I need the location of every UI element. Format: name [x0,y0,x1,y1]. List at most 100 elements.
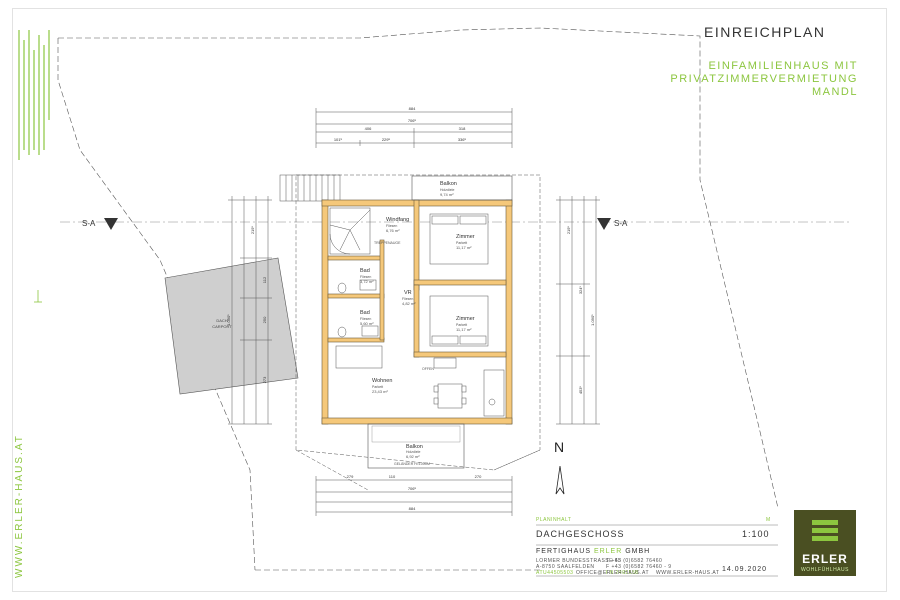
balkon-top-floor: Holzdiele [440,188,454,192]
property-line [58,27,779,509]
dim-left-b: 112 [262,276,267,283]
dim-top-a: 406 [365,126,372,131]
dim-right-total: 1.090⁵ [590,314,595,326]
balkon-bottom-name: Balkon [406,444,423,450]
dimension-lines-bottom [315,476,513,516]
dim-bottom-total: 884 [409,506,416,511]
project-line-1: EINFAMILIENHAUS MIT [708,60,858,72]
north-arrow-icon [555,465,565,495]
interior-stair [329,207,371,255]
windfang-name: Windfang [386,217,409,223]
bad1-floor: Fliesen [360,275,371,279]
dim-top-mid: 706⁵ [408,118,417,123]
address-line-1: LORMER BUNDESSTRASSE 55 [536,558,622,564]
living-furniture [335,345,505,417]
balkon-top-area: 9,74 m² [440,192,454,197]
dim-top-total: 884 [409,106,416,111]
section-marker-left [104,218,118,230]
windfang-area: 6,76 m² [386,228,400,233]
erler-logo: ERLER WOHLFÜHLHAUS [794,510,856,576]
dim-top-d: 101⁵ [334,137,343,142]
dimension-lines-right [556,196,600,425]
section-label-right: S-A [614,219,628,228]
vr-name: VR [404,290,412,296]
dim-right-a: 219⁵ [566,225,571,234]
logo-bars-icon [812,520,838,544]
dim-bottom-a: 279 [347,474,354,479]
logo-tagline: WOHLFÜHLHAUS [801,567,849,573]
dimension-lines-left [228,196,272,425]
phone-2: F +43 (0)6582 76460 - 9 [606,564,672,570]
title-block: PLANINHALT M DACHGESCHOSS 1:100 FERTIGHA… [536,513,778,576]
phone-1: T +43 (0)6582 76460 [606,558,663,564]
zimmer2-floor: Parkett [456,323,467,327]
bed-zimmer2 [429,295,489,347]
treppe-label: TREPPENAUGE [374,241,401,245]
dim-top-e: 229⁵ [382,137,391,142]
address-line-2: A-8750 SAALFELDEN [536,564,595,570]
plan-scale: 1:100 [742,529,770,539]
vr-area: 4,82 m² [402,301,416,306]
stamp-text-block [18,30,50,160]
dim-right-b: 324⁵ [578,285,583,294]
vr-floor: Fliesen [402,297,413,301]
wohnen-area: 23,43 m² [372,389,388,394]
bed-zimmer1 [429,213,489,265]
sheet-border [12,8,887,592]
dim-top-b: 318 [459,126,466,131]
carport-label-2: CARPORT [212,324,232,329]
carport-roof [164,257,299,395]
bad2-name: Bad [360,310,370,316]
exterior-stairs [279,174,341,202]
dim-left-c: 250 [262,316,267,323]
company-name: FERTIGHAUS ERLER GMBH [536,548,651,555]
offen-label: OFFEN [422,367,434,371]
plan-type-title: EINREICHPLAN [704,24,826,40]
north-label: N [554,439,564,455]
scale-label: M [766,517,771,523]
dim-bottom-c: 270 [475,474,482,479]
zimmer1-name: Zimmer [456,234,475,240]
dim-left-d: 273 [262,376,267,383]
section-marker-right [597,218,611,230]
bathroom-fixtures [337,279,379,338]
wohnen-name: Wohnen [372,378,392,384]
plan-content: DACHGESCHOSS [536,529,625,539]
bad1-area: 3,72 m² [360,279,374,284]
fn-text: FN 2491558 [606,570,639,576]
title-block-lines [536,524,778,577]
dimension-lines-top [315,108,513,148]
balkon-top-name: Balkon [440,181,457,187]
section-label-left: S-A [82,219,96,228]
project-line-2: PRIVATZIMMERVERMIETUNG [670,73,858,85]
planinhalt-label: PLANINHALT [536,517,572,523]
gelaender-label: GELÄNDER H=100CM [394,462,430,466]
zimmer2-area: 11,17 m² [456,327,472,332]
property-line-left [57,38,256,571]
email-text: OFFICE@ERLER-HAUS.AT [576,570,650,576]
bad2-floor: Fliesen [360,317,371,321]
dim-left-a: 219⁵ [250,225,255,234]
dim-top-f: 336⁵ [458,137,467,142]
dim-bottom-mid: 706⁵ [408,486,417,491]
balkon-bottom-floor: Holzdiele [406,450,420,454]
walls [321,199,513,425]
zimmer2-name: Zimmer [456,316,475,322]
dim-left-total: 1.090⁵ [226,314,231,326]
project-line-3: MANDL [811,86,858,98]
web-text: WWW.ERLER-HAUS.AT [656,570,720,576]
bad2-area: 5,60 m² [360,321,374,326]
dim-bottom-b: 110 [389,474,396,479]
bad1-name: Bad [360,268,370,274]
zimmer1-area: 11,17 m² [456,245,472,250]
windfang-floor: Fliesen [386,224,397,228]
balkon-bottom-area: 6,92 m² [406,454,420,459]
plan-date: 14.09.2020 [722,566,768,573]
uid-text: ATU44505503 [536,570,574,576]
wohnen-floor: Parkett [372,385,383,389]
zimmer1-floor: Parkett [456,241,467,245]
carport-label-1: DACH [216,318,227,323]
logo-name: ERLER [802,552,848,566]
